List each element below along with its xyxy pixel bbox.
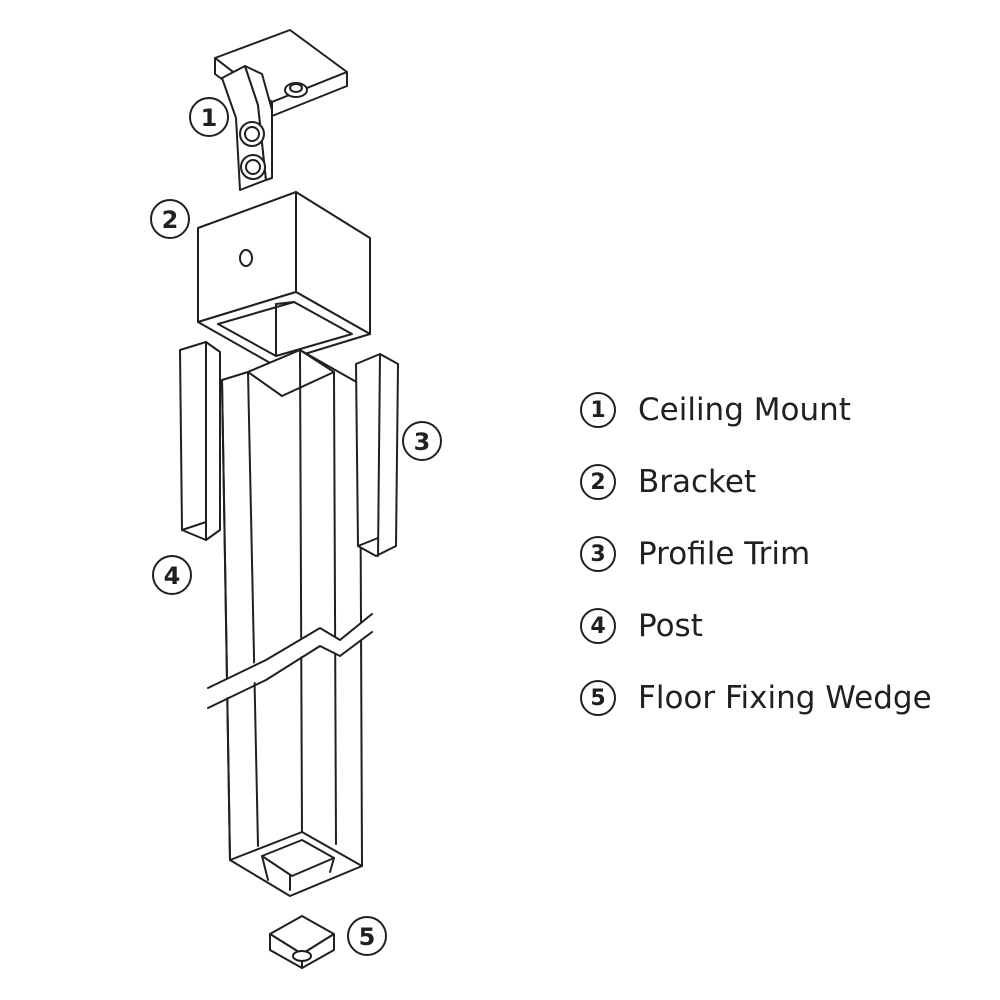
- svg-text:3: 3: [414, 428, 431, 456]
- legend-number-badge: 3: [580, 536, 616, 572]
- legend-item: 1 Ceiling Mount: [580, 388, 980, 432]
- callout-3: 3: [402, 421, 442, 461]
- parts-legend: 1 Ceiling Mount 2 Bracket 3 Profile Trim…: [580, 388, 980, 748]
- legend-item: 5 Floor Fixing Wedge: [580, 676, 980, 720]
- callout-1: 1: [189, 97, 229, 137]
- svg-text:2: 2: [162, 206, 179, 234]
- floor-fixing-wedge-part: [269, 915, 335, 969]
- profile-trim-right-part: [355, 353, 399, 557]
- legend-number-badge: 4: [580, 608, 616, 644]
- profile-trim-left-part: [179, 341, 221, 541]
- bracket-part: [197, 191, 371, 365]
- break-line-symbol: [207, 613, 373, 709]
- svg-text:4: 4: [164, 562, 181, 590]
- ceiling-mount-part: [214, 29, 348, 191]
- post-part: [221, 349, 363, 897]
- legend-label: Bracket: [638, 464, 757, 500]
- legend-item: 3 Profile Trim: [580, 532, 980, 576]
- callout-4: 4: [152, 555, 192, 595]
- legend-label: Post: [638, 608, 703, 644]
- callout-5: 5: [347, 916, 387, 956]
- legend-item: 2 Bracket: [580, 460, 980, 504]
- legend-item: 4 Post: [580, 604, 980, 648]
- legend-label: Ceiling Mount: [638, 392, 851, 428]
- svg-text:1: 1: [201, 104, 218, 132]
- legend-number-badge: 2: [580, 464, 616, 500]
- legend-number-badge: 1: [580, 392, 616, 428]
- legend-label: Floor Fixing Wedge: [638, 680, 932, 716]
- svg-text:5: 5: [359, 923, 376, 951]
- legend-label: Profile Trim: [638, 536, 811, 572]
- callout-2: 2: [150, 199, 190, 239]
- legend-number-badge: 5: [580, 680, 616, 716]
